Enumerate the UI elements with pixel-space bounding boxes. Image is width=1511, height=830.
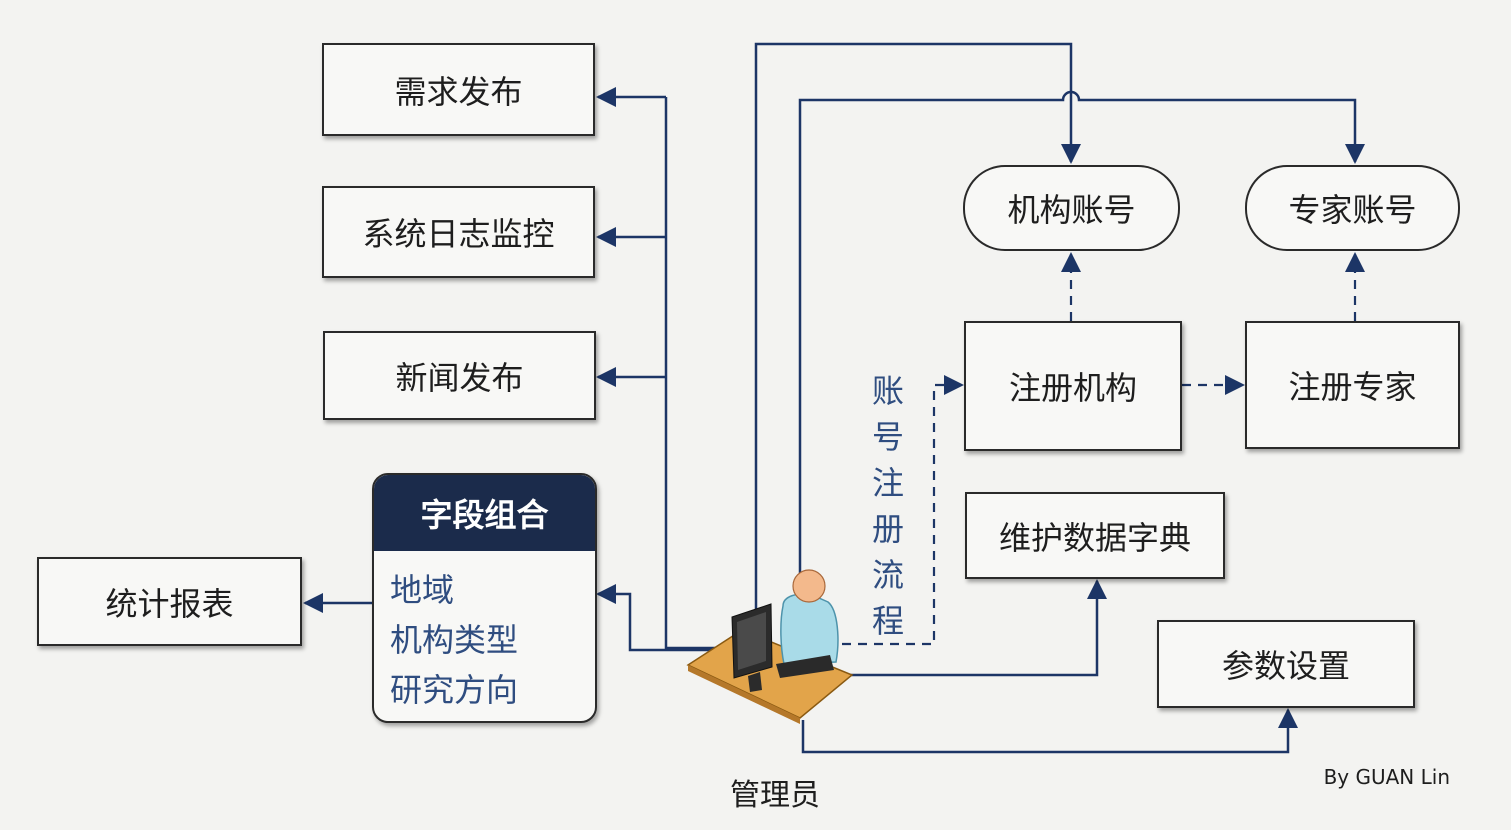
node-register-org-label: 注册机构 <box>1008 369 1137 407</box>
node-demand: 需求发布 <box>322 43 595 136</box>
node-org-account-label: 机构账号 <box>1007 191 1136 229</box>
arrow-to-dictionary <box>850 579 1107 677</box>
node-dictionary: 维护数据字典 <box>965 492 1225 579</box>
node-report-label: 统计报表 <box>105 584 234 623</box>
node-report: 统计报表 <box>37 557 302 646</box>
node-register-expert-label: 注册专家 <box>1288 368 1417 406</box>
node-demand-label: 需求发布 <box>394 72 523 111</box>
node-expert-account-label: 专家账号 <box>1288 191 1417 229</box>
arrow-to-field-group <box>596 584 740 652</box>
admin-label: 管理员 <box>730 778 820 813</box>
field-group-item: 地域 <box>390 571 455 609</box>
node-syslog: 系统日志监控 <box>322 186 595 278</box>
node-syslog-label: 系统日志监控 <box>362 215 555 253</box>
admin-at-computer-icon <box>686 569 854 724</box>
node-register-expert: 注册专家 <box>1245 321 1460 449</box>
credit-text: By GUAN Lin <box>1323 765 1450 789</box>
node-news-label: 新闻发布 <box>395 358 524 397</box>
node-register-org: 注册机构 <box>964 321 1182 451</box>
trunk-left <box>664 97 740 650</box>
node-dictionary-label: 维护数据字典 <box>998 518 1191 557</box>
arrow-to-params <box>801 708 1298 754</box>
field-group-item: 机构类型 <box>390 621 519 659</box>
node-org-account: 机构账号 <box>963 165 1180 251</box>
field-group-card: 字段组合 地域 机构类型 研究方向 <box>372 473 597 723</box>
node-params: 参数设置 <box>1157 620 1415 708</box>
node-news: 新闻发布 <box>323 331 596 420</box>
field-group-item: 研究方向 <box>390 671 519 709</box>
field-group-items: 地域 机构类型 研究方向 <box>374 551 595 715</box>
node-params-label: 参数设置 <box>1221 647 1350 685</box>
node-expert-account: 专家账号 <box>1245 165 1460 251</box>
arrow-to-expert-account <box>798 90 1365 600</box>
arrow-to-org-account <box>754 42 1081 625</box>
process-label: 账号注册流程 <box>871 372 904 640</box>
field-group-title: 字段组合 <box>374 475 595 551</box>
